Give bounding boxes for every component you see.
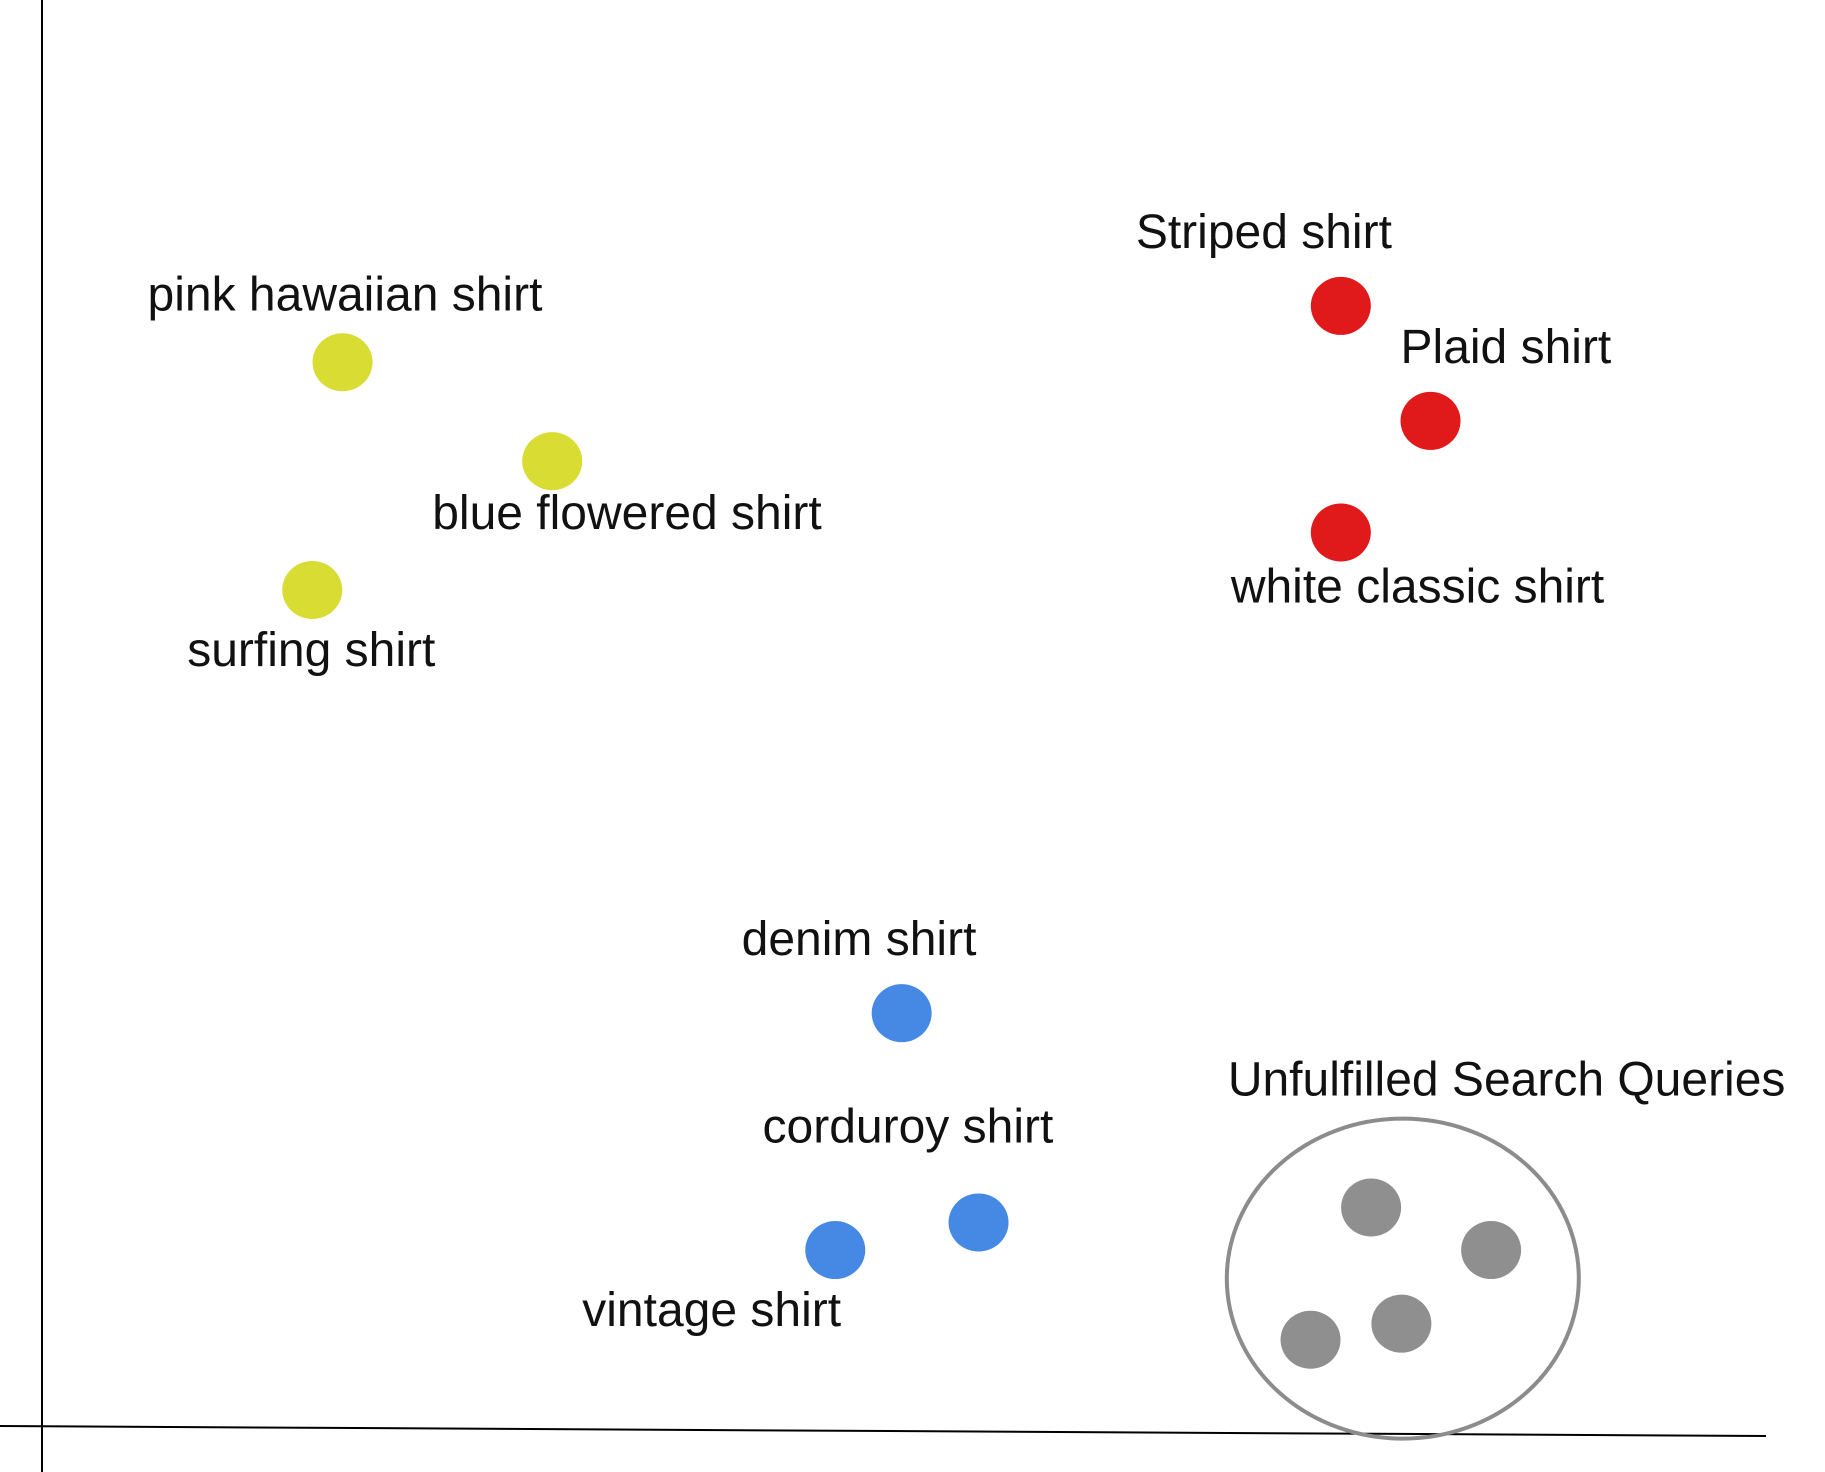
point-label-white-classic-shirt: white classic shirt	[1230, 560, 1604, 613]
point-label-striped-shirt: Striped shirt	[1136, 206, 1392, 259]
point-corduroy-shirt	[948, 1193, 1009, 1252]
point-label-surfing-shirt: surfing shirt	[187, 624, 435, 677]
point-denim-shirt	[871, 984, 932, 1043]
point-label-blue-flowered-shirt: blue flowered shirt	[432, 487, 822, 540]
x-axis	[0, 1425, 1767, 1437]
marks-layer	[282, 276, 1581, 1441]
point-label-corduroy-shirt: corduroy shirt	[763, 1100, 1054, 1153]
point-unfulfilled-query-2	[1461, 1221, 1522, 1280]
point-striped-shirt	[1310, 276, 1371, 335]
point-unfulfilled-query-4	[1280, 1310, 1341, 1369]
point-blue-flowered-shirt	[522, 432, 583, 491]
point-label-pink-hawaiian-shirt: pink hawaiian shirt	[148, 268, 543, 321]
point-pink-hawaiian-shirt	[312, 333, 373, 392]
point-label-plaid-shirt: Plaid shirt	[1401, 321, 1612, 374]
point-label-vintage-shirt: vintage shirt	[582, 1284, 841, 1337]
point-surfing-shirt	[282, 560, 343, 619]
point-unfulfilled-query-3	[1371, 1294, 1432, 1353]
point-label-denim-shirt: denim shirt	[742, 913, 977, 966]
annotation-label: Unfulfilled Search Queries	[1228, 1054, 1786, 1107]
point-white-classic-shirt	[1310, 503, 1371, 562]
labels-layer: Unfulfilled Search Queries pink hawaiian …	[148, 206, 1786, 1337]
point-vintage-shirt	[805, 1221, 866, 1280]
point-unfulfilled-query-1	[1341, 1178, 1402, 1237]
annotation-ellipse	[1224, 1116, 1581, 1441]
point-plaid-shirt	[1400, 391, 1461, 450]
